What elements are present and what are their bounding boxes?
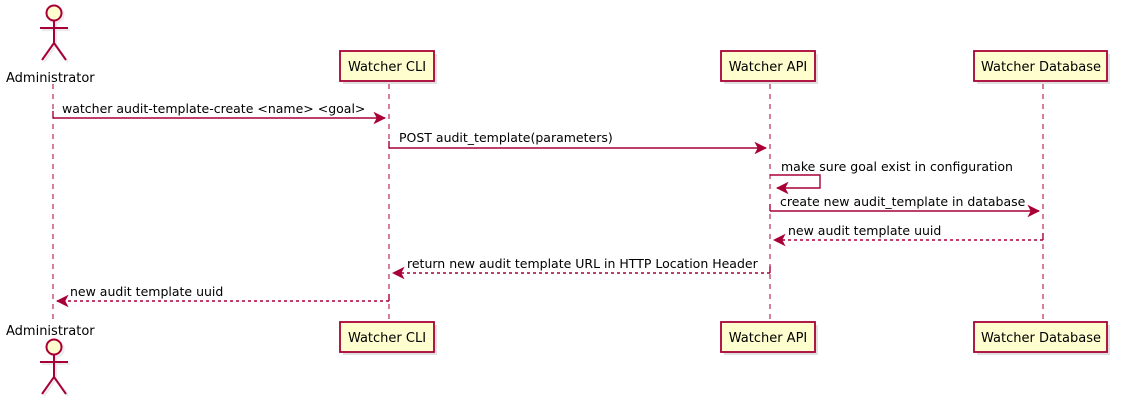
participant-watcher-api-top[interactable]: Watcher API	[720, 50, 818, 84]
participant-label-watcher-cli-bottom: Watcher CLI	[348, 331, 426, 346]
actor-leg-left	[41, 376, 55, 395]
message-label-6: new audit template uuid	[70, 284, 223, 299]
participant-box[interactable]	[720, 50, 816, 82]
participant-watcher-db-bottom[interactable]: Watcher Database	[973, 321, 1110, 355]
message-2-self-call[interactable]: make sure goal exist in configuration	[770, 159, 1013, 195]
message-label-1: POST audit_template(parameters)	[399, 130, 613, 145]
actor-leg-right	[53, 376, 67, 395]
actor-administrator-top[interactable]: Administrator	[6, 4, 95, 87]
participant-watcher-cli-top[interactable]: Watcher CLI	[339, 50, 437, 84]
actor-head-icon	[45, 338, 63, 356]
participant-box[interactable]	[339, 321, 435, 353]
self-call-loop	[770, 174, 821, 195]
message-label-0: watcher audit-template-create <name> <go…	[62, 101, 365, 116]
actor-leg-left	[41, 42, 55, 61]
message-label-5: return new audit template URL in HTTP Lo…	[407, 256, 759, 271]
participant-label-watcher-db-top: Watcher Database	[981, 60, 1101, 75]
message-label-4: new audit template uuid	[788, 223, 941, 238]
actor-administrator-bottom[interactable]: Administrator	[6, 324, 95, 397]
participant-label-watcher-db-bottom: Watcher Database	[981, 331, 1101, 346]
actor-head-icon	[45, 4, 63, 22]
actor-label-administrator-top: Administrator	[6, 71, 95, 86]
message-5[interactable]: return new audit template URL in HTTP Lo…	[391, 256, 771, 280]
message-0[interactable]: watcher audit-template-create <name> <go…	[52, 101, 387, 125]
message-4[interactable]: new audit template uuid	[772, 223, 1044, 247]
participant-label-watcher-api-top: Watcher API	[729, 60, 808, 75]
participant-label-watcher-api-bottom: Watcher API	[729, 331, 808, 346]
participant-box[interactable]	[973, 321, 1108, 353]
participant-watcher-api-bottom[interactable]: Watcher API	[720, 321, 818, 355]
message-6[interactable]: new audit template uuid	[55, 284, 390, 308]
participant-box[interactable]	[720, 321, 816, 353]
message-1[interactable]: POST audit_template(parameters)	[388, 130, 768, 155]
message-label-2: make sure goal exist in configuration	[781, 159, 1013, 174]
actor-leg-right	[53, 42, 67, 61]
message-label-3: create new audit_template in database	[780, 194, 1026, 209]
participant-watcher-cli-bottom[interactable]: Watcher CLI	[339, 321, 437, 355]
participant-label-watcher-cli-top: Watcher CLI	[348, 60, 426, 75]
actor-label-administrator-bottom: Administrator	[6, 324, 95, 339]
participant-box[interactable]	[339, 50, 435, 82]
participant-watcher-db-top[interactable]: Watcher Database	[973, 50, 1110, 84]
participant-box[interactable]	[973, 50, 1108, 82]
message-3[interactable]: create new audit_template in database	[769, 194, 1041, 218]
